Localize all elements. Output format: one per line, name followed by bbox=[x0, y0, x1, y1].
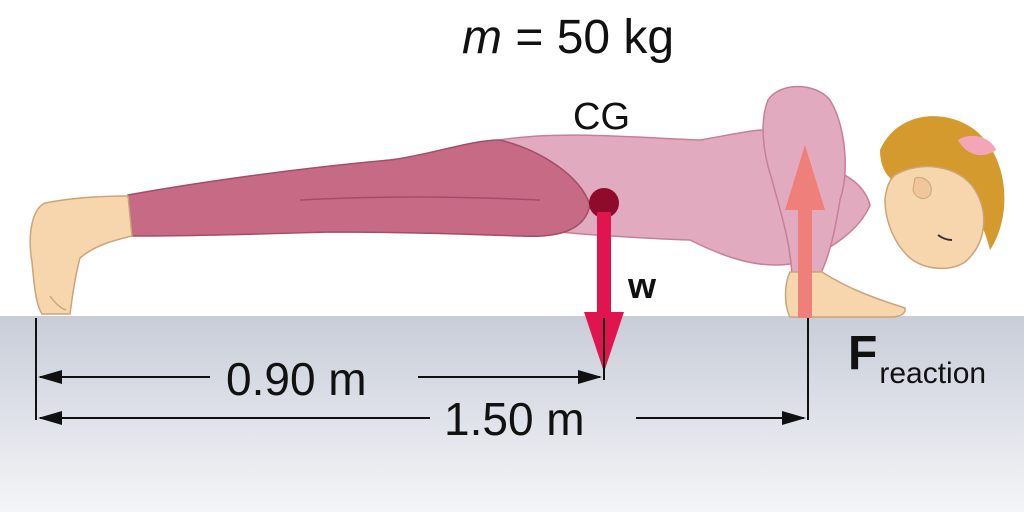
dimension-arrowheads bbox=[38, 370, 806, 425]
reaction-force-subscript: reaction bbox=[879, 357, 987, 390]
feet bbox=[29, 195, 133, 315]
hair-bow bbox=[958, 135, 996, 156]
reaction-force-symbol: F bbox=[848, 327, 878, 380]
distance-cg-label: 0.90 m bbox=[226, 353, 367, 405]
reaction-arrow-shaft bbox=[798, 208, 812, 318]
legs bbox=[127, 139, 591, 238]
reaction-arrow-head bbox=[785, 145, 825, 210]
toes bbox=[49, 295, 67, 311]
mass-label: m = 50 kg bbox=[462, 14, 674, 62]
weight-label: w bbox=[628, 265, 657, 306]
mass-value: = 50 kg bbox=[501, 11, 675, 64]
reaction-force-label: Freaction bbox=[848, 327, 986, 389]
ear bbox=[912, 176, 932, 200]
mass-variable: m bbox=[462, 11, 502, 64]
hand bbox=[784, 271, 906, 318]
distance-total-label: 1.50 m bbox=[444, 393, 585, 445]
eye bbox=[937, 234, 953, 241]
cg-label: CG bbox=[573, 96, 630, 138]
weight-arrow-shaft bbox=[597, 212, 611, 314]
floor bbox=[0, 316, 1024, 512]
head bbox=[884, 165, 985, 270]
cg-dot bbox=[589, 188, 619, 218]
leg-seam bbox=[299, 196, 541, 201]
dimension-lines bbox=[35, 318, 809, 420]
